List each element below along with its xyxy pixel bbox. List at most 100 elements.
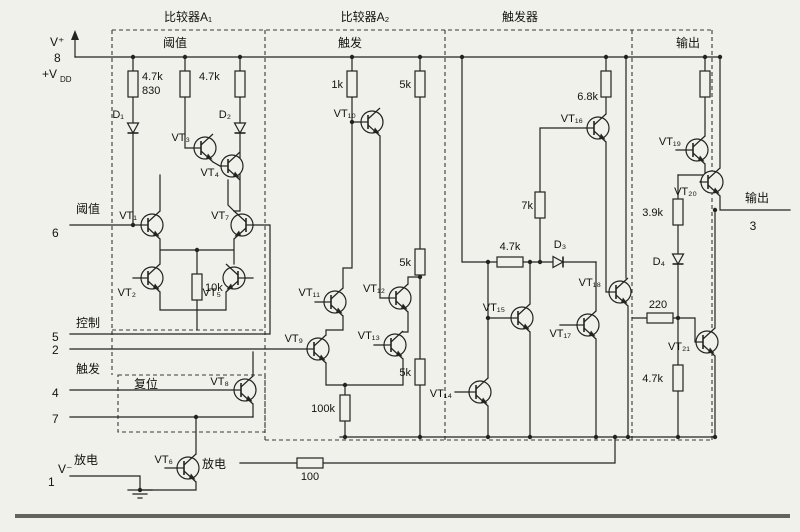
label-vt13: VT₁₃ — [358, 330, 380, 342]
resistor-4.7k-b — [234, 70, 246, 98]
label-vt21: VT₂₁ — [668, 341, 690, 353]
transistor-vt17 — [575, 310, 600, 340]
label-r-220: 220 — [649, 299, 667, 311]
diode-d4 — [671, 253, 685, 265]
resistor-100k — [339, 394, 351, 422]
resistor-1k — [346, 70, 358, 98]
section-label-comparator-a1: 比较器A₁ — [164, 9, 212, 24]
resistor-220 — [646, 312, 674, 324]
diode-d1 — [126, 122, 140, 134]
pin-2-number: 2 — [52, 343, 59, 357]
transistor-vt15 — [509, 303, 534, 333]
circuit-wires — [69, 35, 791, 499]
label-r-100k: 100k — [311, 403, 335, 415]
sublabel-threshold: 阈值 — [163, 35, 187, 50]
discharge-inner-label: 放电 — [202, 456, 226, 471]
resistor-4.7k-c — [496, 256, 524, 268]
sublabel-output: 输出 — [676, 35, 700, 50]
label-d2: D₂ — [219, 109, 231, 121]
transistor-vt18 — [607, 277, 632, 307]
resistor-5k-b — [414, 248, 426, 276]
transistor-vt7 — [230, 210, 255, 240]
resistor-5k-a — [414, 70, 426, 98]
pin-vminus-label: V⁻ — [58, 462, 72, 476]
transistor-vt21 — [694, 327, 719, 357]
label-vt15: VT₁₅ — [483, 302, 505, 314]
label-r-5k-c: 5k — [399, 367, 411, 379]
label-vt12: VT₁₂ — [363, 283, 385, 295]
label-vt3: VT₃ — [171, 132, 190, 144]
label-vt8: VT₈ — [210, 376, 229, 388]
label-vt18: VT₁₈ — [579, 277, 601, 289]
label-r-3.9k: 3.9k — [642, 207, 663, 219]
pin-vdd-label: +V — [42, 67, 57, 81]
pin-trigger-label: 触发 — [76, 361, 100, 376]
label-d1: D₁ — [112, 109, 124, 121]
sublabel-trigger: 触发 — [338, 35, 362, 50]
transistor-vt6 — [175, 453, 200, 483]
label-vt19: VT₁₉ — [659, 136, 681, 148]
label-r-7k: 7k — [521, 200, 533, 212]
label-vt9: VT₉ — [285, 333, 303, 345]
label-vt10: VT₁₀ — [334, 108, 356, 120]
label-d3: D₃ — [554, 239, 566, 251]
label-vt2: VT₂ — [118, 287, 136, 299]
transistor-vt11 — [322, 287, 347, 317]
section-label-comparator-a2: 比较器A₂ — [341, 9, 390, 24]
transistor-vt20 — [699, 167, 724, 197]
label-r-100: 100 — [301, 471, 319, 483]
junction-dots — [130, 54, 723, 493]
page-edge-shadow — [15, 514, 790, 518]
label-r-4.7k-b: 4.7k — [199, 71, 220, 83]
label-r-4.7k-c: 4.7k — [500, 241, 521, 253]
resistor-100 — [296, 457, 324, 469]
transistor-vt10 — [359, 107, 384, 137]
resistor-10k — [191, 273, 203, 301]
label-vt11: VT₁₁ — [299, 287, 321, 299]
pin-3-number: 3 — [750, 219, 757, 233]
label-r-4.7k-a: 4.7k — [142, 71, 163, 83]
diode-d2 — [233, 122, 247, 134]
transistor-vt2 — [139, 263, 164, 293]
pin-discharge-label: 放电 — [74, 452, 98, 467]
resistor-4.7k-a — [127, 70, 139, 98]
label-vt5: VT₅ — [203, 287, 222, 299]
transistor-vt14 — [467, 377, 492, 407]
pin-8-number: 8 — [54, 51, 61, 65]
vplus-arrow-icon — [71, 30, 79, 40]
label-r-6.8k: 6.8k — [577, 91, 598, 103]
pin-5-number: 5 — [52, 330, 59, 344]
section-label-flipflop: 触发器 — [502, 9, 538, 24]
pin-4-number: 4 — [52, 386, 59, 400]
label-vt17: VT₁₇ — [549, 328, 571, 340]
transistor-vt1 — [139, 210, 164, 240]
section-boxes — [111, 29, 713, 441]
label-vt6: VT₆ — [155, 454, 174, 466]
resistor-3.9k — [672, 198, 684, 226]
label-r-5k-b: 5k — [399, 257, 411, 269]
resistor-830 — [179, 70, 191, 98]
resistor-4.7k-d — [672, 364, 684, 392]
label-d4: D₄ — [653, 256, 666, 268]
label-vt20: VT₂₀ — [674, 186, 697, 198]
pin-6-number: 6 — [52, 226, 59, 240]
pin-threshold-label: 阈值 — [76, 201, 100, 216]
resistor-6.8k — [600, 70, 612, 98]
label-r-1k: 1k — [331, 79, 343, 91]
pin-output-label: 输出 — [745, 190, 769, 205]
label-r-830: 830 — [142, 85, 160, 97]
transistor-vt13 — [382, 330, 407, 360]
transistor-vt8 — [232, 375, 257, 405]
label-r-10k: 10k — [205, 282, 223, 294]
diode-d3 — [552, 255, 564, 269]
pin-vplus-label: V⁺ — [50, 35, 64, 49]
label-vt16: VT₁₆ — [561, 113, 583, 125]
resistor-output-top — [699, 70, 711, 98]
label-vt14: VT₁₄ — [430, 388, 453, 400]
transistor-vt3 — [192, 133, 217, 163]
pin-1-number: 1 — [48, 475, 55, 489]
label-vt4: VT₄ — [200, 167, 219, 179]
transistor-vt19 — [684, 135, 709, 165]
label-vt7: VT₇ — [211, 210, 229, 222]
